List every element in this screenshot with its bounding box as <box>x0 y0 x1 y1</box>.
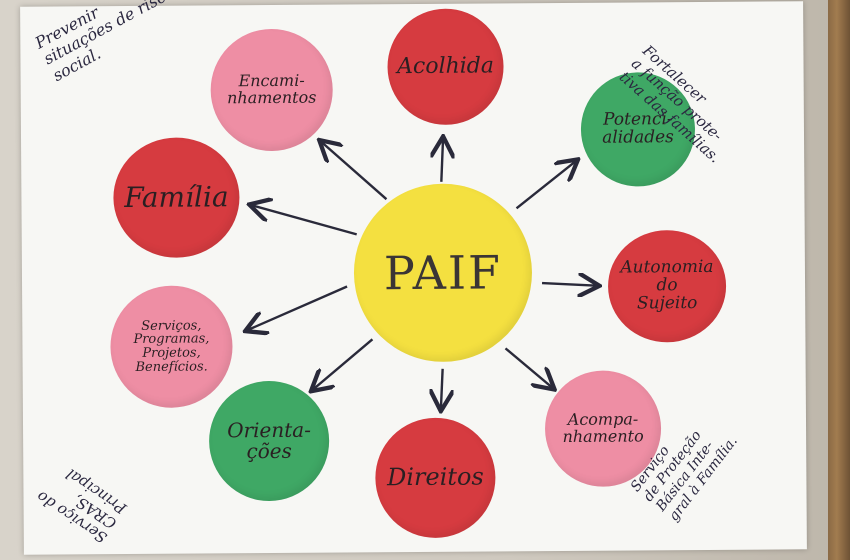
familia-circle: Família <box>113 137 240 259</box>
encaminhamentos-label: Encami- nhamentos <box>226 70 317 108</box>
arrow-to-encaminhamentos <box>321 141 388 201</box>
paif-label: PAIF <box>383 245 503 301</box>
arrows-layer <box>20 1 807 554</box>
arrow-to-autonomia <box>541 283 597 286</box>
encaminhamentos-circle: Encami- nhamentos <box>210 28 334 152</box>
arrow-to-servicos <box>247 285 348 330</box>
familia-label: Família <box>124 180 229 215</box>
acompanhamento-label: Acompa- nhamento <box>562 409 644 446</box>
poster-paper: PAIF Acolhida Potenci- alidades Autonomi… <box>20 0 807 555</box>
autonomia-label: Autonomia do Sujeito <box>620 257 714 314</box>
orientacoes-circle: Orienta- ções <box>208 380 330 502</box>
direitos-label: Direitos <box>386 462 484 492</box>
arrow-to-acompanhamento <box>504 347 552 388</box>
wooden-frame-edge <box>828 0 850 560</box>
arrow-to-acolhida <box>441 139 443 182</box>
direitos-circle: Direitos <box>374 417 496 539</box>
paif-center-circle: PAIF <box>353 183 533 363</box>
arrow-to-orientacoes <box>312 338 374 389</box>
arrow-to-potencialidades <box>515 161 576 210</box>
arrow-to-direitos <box>441 368 443 409</box>
acolhida-circle: Acolhida <box>387 8 504 126</box>
orientacoes-label: Orienta- ções <box>227 417 312 464</box>
arrow-to-familia <box>251 204 358 236</box>
acolhida-label: Acolhida <box>396 53 495 80</box>
servicos-label: Serviços, Programas, Projetos, Benefício… <box>133 318 210 375</box>
servicos-circle: Serviços, Programas, Projetos, Benefício… <box>110 285 233 409</box>
autonomia-circle: Autonomia do Sujeito <box>607 229 727 343</box>
